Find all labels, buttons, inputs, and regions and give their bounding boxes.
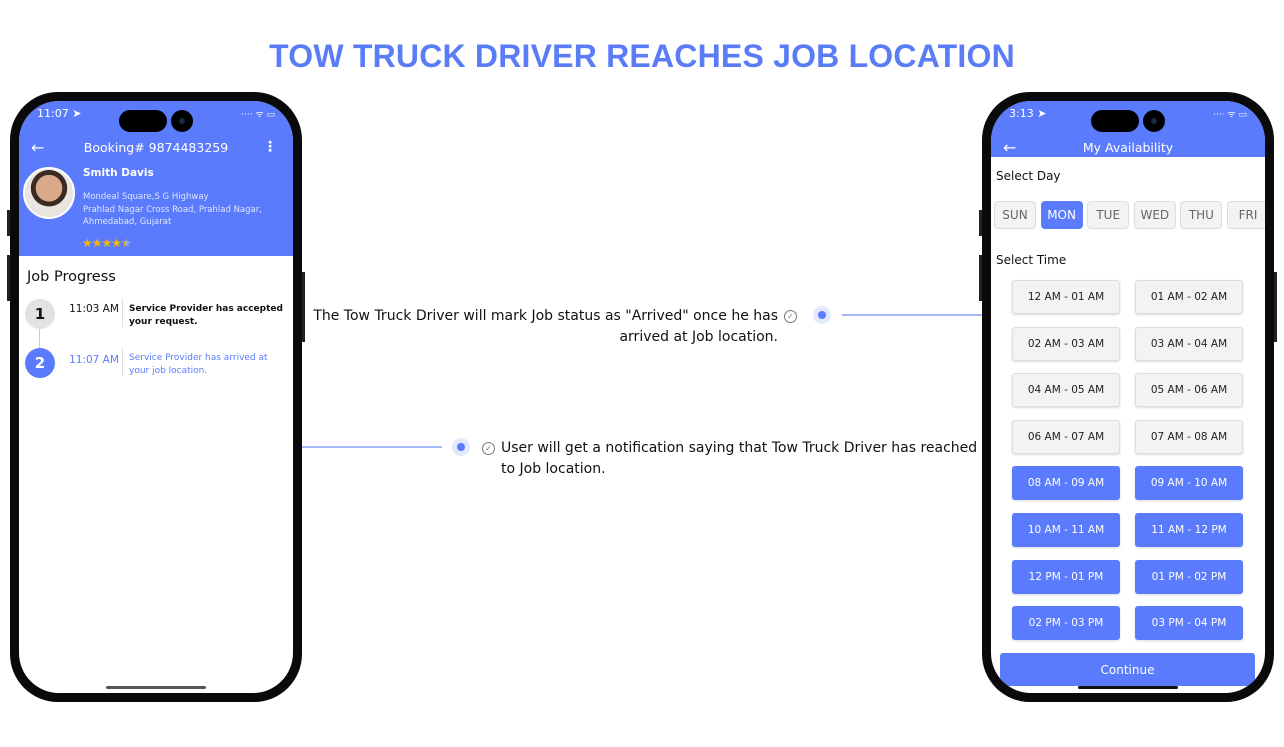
time-slot[interactable]: 11 AM - 12 PM	[1135, 513, 1243, 547]
address-line: Ahmedabad, Gujarat	[83, 217, 172, 227]
step-text: Service Provider has accepted your reque…	[129, 304, 283, 327]
annotation-notification: User will get a notification saying that…	[501, 438, 977, 480]
home-indicator	[1078, 686, 1178, 689]
dynamic-island	[119, 110, 167, 132]
status-bar: 11:07 ➤ ···· ᯤ ▭	[37, 107, 275, 120]
section-title: Job Progress	[27, 269, 116, 285]
time-slot[interactable]: 02 AM - 03 AM	[1012, 326, 1120, 361]
day-mon[interactable]: MON	[1040, 201, 1083, 229]
check-circle-icon: ✓	[784, 310, 797, 323]
screen-title: My Availability	[1082, 139, 1174, 155]
status-bar: 3:13 ➤ ···· ᯤ ▭	[1009, 107, 1247, 120]
check-circle-icon: ✓	[482, 442, 495, 455]
day-fri[interactable]: FRI	[1227, 201, 1265, 229]
provider-name: Smith Davis	[83, 167, 154, 179]
time-slot[interactable]: 10 AM - 11 AM	[1012, 513, 1120, 547]
page-title: TOW TRUCK DRIVER REACHES JOB LOCATION	[269, 38, 1015, 74]
select-day-label: Select Day	[996, 169, 1061, 183]
select-time-label: Select Time	[996, 253, 1067, 267]
availability-screen: 3:13 ➤ ···· ᯤ ▭ ← My Availability Select …	[991, 101, 1265, 693]
time-slot[interactable]: 09 AM - 10 AM	[1135, 466, 1243, 501]
time-slot[interactable]: 06 AM - 07 AM	[1012, 419, 1120, 454]
time-slot[interactable]: 08 AM - 09 AM	[1012, 466, 1120, 501]
status-time: 3:13 ➤	[1009, 107, 1047, 120]
booking-header: 11:07 ➤···· ᯤ ▭ ← Booking# 9874483259 ⋮ …	[19, 101, 293, 256]
dynamic-island	[1091, 110, 1139, 132]
time-slot[interactable]: 07 AM - 08 AM	[1135, 419, 1243, 454]
address-line: Prahlad Nagar Cross Road, Prahlad Nagar,	[83, 204, 262, 215]
annotation-text: User will get a notification saying that…	[501, 440, 978, 456]
booking-screen: 11:07 ➤···· ᯤ ▭ ← Booking# 9874483259 ⋮ …	[19, 101, 293, 693]
time-slot[interactable]: 12 AM - 01 AM	[1012, 280, 1120, 314]
right-phone: 3:13 ➤ ···· ᯤ ▭ ← My Availability Select …	[982, 92, 1274, 702]
day-sun[interactable]: SUN	[994, 201, 1036, 229]
time-slot[interactable]: 02 PM - 03 PM	[1012, 606, 1120, 641]
annotation-text: arrived at Job location.	[619, 329, 778, 345]
time-slot[interactable]: 01 AM - 02 AM	[1135, 280, 1243, 314]
booking-title: Booking# 9874483259	[83, 139, 229, 155]
phone-side-button	[302, 272, 305, 342]
day-thu[interactable]: THU	[1180, 201, 1223, 229]
more-options-icon[interactable]: ⋮	[263, 139, 277, 155]
time-slot[interactable]: 03 AM - 04 AM	[1135, 326, 1243, 361]
pointer-dot	[452, 438, 470, 456]
step-time: 11:07 AM	[69, 354, 119, 366]
divider	[122, 348, 123, 376]
star-icons: ★★★★	[82, 236, 122, 250]
progress-step: 2 11:07 AM Service Provider has arrived …	[25, 346, 285, 386]
continue-button[interactable]: Continue	[1000, 653, 1255, 686]
home-indicator	[106, 686, 206, 689]
back-arrow-icon[interactable]: ←	[1003, 137, 1017, 157]
half-star-icon: ★	[121, 236, 132, 250]
phone-side-button	[979, 210, 982, 236]
pointer-dot	[813, 306, 831, 324]
divider	[122, 299, 123, 327]
time-slot[interactable]: 04 AM - 05 AM	[1012, 373, 1120, 408]
step-time: 11:03 AM	[69, 303, 119, 315]
time-slot[interactable]: 12 PM - 01 PM	[1012, 559, 1120, 594]
annotation-text: to Job location.	[501, 461, 606, 477]
day-tue[interactable]: TUE	[1087, 201, 1130, 229]
rating-stars: ★★★★★	[82, 236, 132, 250]
step-number: 2	[25, 348, 55, 378]
status-icons: ···· ᯤ ▭	[1213, 110, 1247, 120]
phone-side-button	[7, 210, 10, 236]
phone-side-button	[979, 255, 982, 301]
availability-header: 3:13 ➤ ···· ᯤ ▭ ← My Availability	[991, 101, 1265, 157]
status-time: 11:07 ➤	[37, 107, 82, 120]
day-wed[interactable]: WED	[1133, 201, 1176, 229]
step-text: Service Provider has arrived at your job…	[129, 353, 268, 376]
phone-side-button	[7, 255, 10, 301]
time-slot[interactable]: 01 PM - 02 PM	[1135, 559, 1243, 594]
phone-side-button	[1274, 272, 1277, 342]
annotation-arrived: The Tow Truck Driver will mark Job statu…	[278, 306, 778, 348]
camera-icon	[1143, 110, 1165, 132]
annotation-text: The Tow Truck Driver will mark Job statu…	[313, 308, 778, 324]
back-arrow-icon[interactable]: ←	[31, 137, 45, 157]
time-slot[interactable]: 05 AM - 06 AM	[1135, 373, 1243, 408]
step-number: 1	[25, 299, 55, 329]
connector-line	[842, 314, 982, 316]
progress-connector	[39, 327, 40, 349]
avatar	[23, 167, 75, 219]
connector-line	[302, 446, 442, 448]
camera-icon	[171, 110, 193, 132]
left-phone: 11:07 ➤···· ᯤ ▭ ← Booking# 9874483259 ⋮ …	[10, 92, 302, 702]
address-line: Mondeal Square,S G Highway	[83, 192, 209, 202]
status-icons: ···· ᯤ ▭	[241, 110, 275, 120]
progress-step: 1 11:03 AM Service Provider has accepted…	[25, 297, 285, 337]
time-slot[interactable]: 03 PM - 04 PM	[1135, 606, 1243, 641]
